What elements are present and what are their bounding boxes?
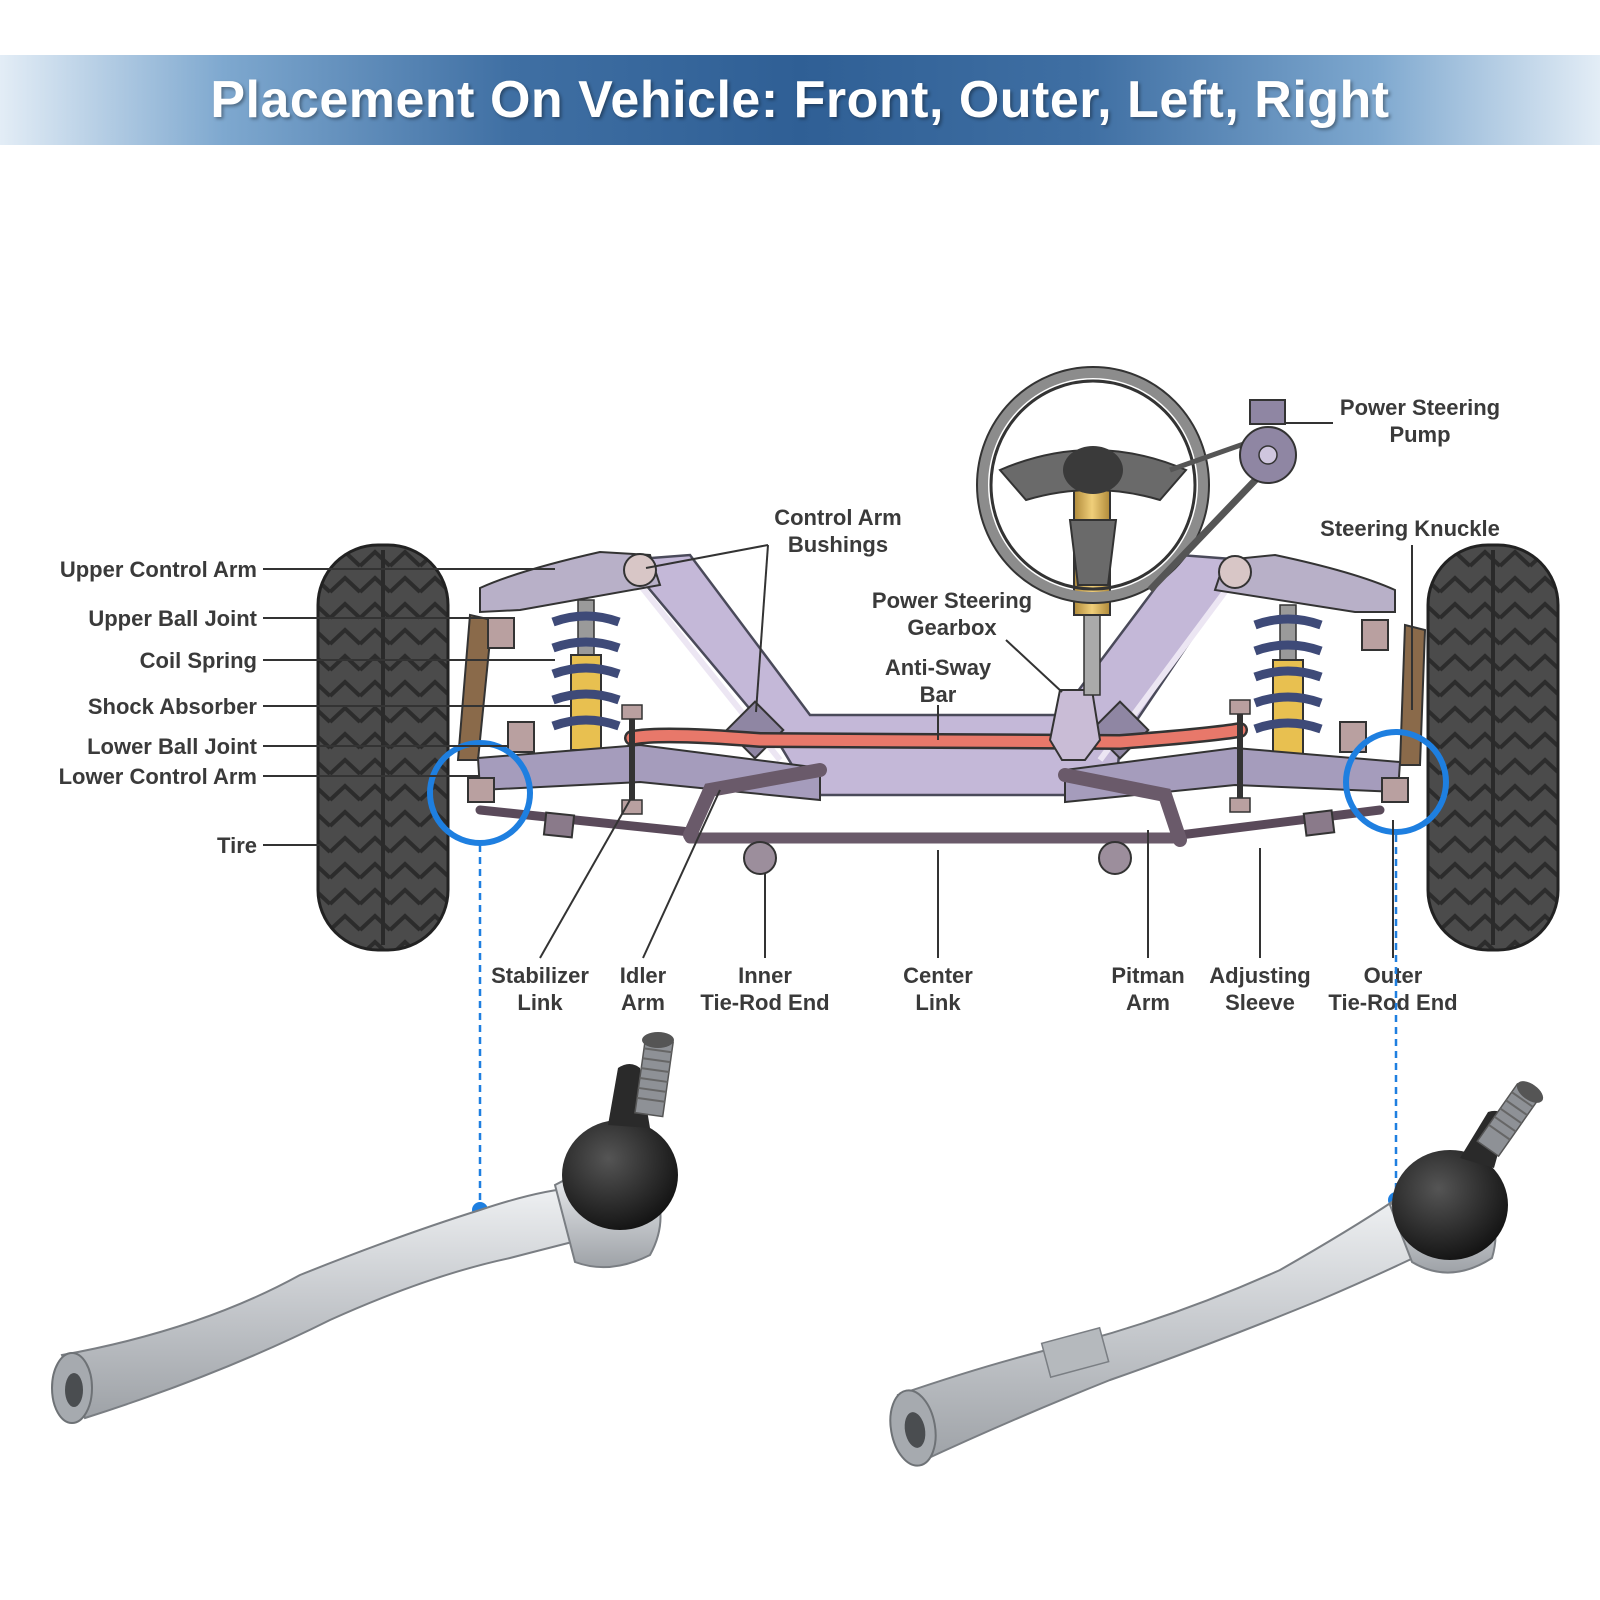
label-power-steering-pump-line1: Power Steering (1340, 395, 1500, 420)
label-outer-tie-rod-end-line1: Outer (1364, 963, 1423, 988)
right-upper-control-arm (1213, 553, 1396, 613)
label-coil-spring: Coil Spring (140, 648, 257, 673)
pitman-arm (1058, 768, 1187, 847)
left-coil-spring (551, 611, 621, 731)
power-steering-gearbox (1048, 689, 1102, 761)
steering-shaft (1083, 609, 1101, 696)
label-pitman-arm-line2: Arm (1126, 990, 1170, 1015)
right-outer-tie-rod-end-product (889, 1081, 1544, 1467)
label-shock-absorber: Shock Absorber (88, 694, 258, 719)
left-upper-control-arm (479, 550, 662, 614)
label-inner-tie-rod-end-line1: Inner (738, 963, 792, 988)
label-center-link-line2: Link (915, 990, 961, 1015)
left-outer-tie-rod-highlight (427, 740, 533, 846)
steering-wheel (976, 366, 1210, 604)
title-banner: Placement On Vehicle: Front, Outer, Left… (0, 55, 1600, 145)
label-upper-ball-joint: Upper Ball Joint (88, 606, 257, 631)
label-center-link-line1: Center (903, 963, 973, 988)
label-anti-sway-bar-line1: Anti-Sway (885, 655, 992, 680)
label-idler-arm-line1: Idler (620, 963, 667, 988)
label-lower-control-arm: Lower Control Arm (59, 764, 257, 789)
label-power-steering-gearbox-line1: Power Steering (872, 588, 1032, 613)
component-labels: Upper Control Arm Upper Ball Joint Coil … (59, 395, 1501, 1015)
label-upper-control-arm: Upper Control Arm (60, 557, 257, 582)
label-power-steering-gearbox-line2: Gearbox (907, 615, 997, 640)
label-steering-knuckle: Steering Knuckle (1320, 516, 1500, 541)
inner-tie-rod-end-left (743, 841, 777, 875)
right-coil-spring (1253, 614, 1323, 734)
right-outer-tie-rod-highlight (1343, 729, 1449, 835)
left-steering-knuckle (456, 613, 494, 761)
left-shock-absorber (570, 599, 602, 751)
label-idler-arm-line2: Arm (621, 990, 665, 1015)
right-shock-absorber (1272, 604, 1304, 756)
right-upper-ball-joint (1361, 619, 1389, 651)
right-adjusting-sleeve (1302, 809, 1336, 837)
inner-tie-rod-end-right (1098, 841, 1132, 875)
label-control-arm-bushings-line1: Control Arm (774, 505, 902, 530)
banner-title: Placement On Vehicle: Front, Outer, Left… (210, 71, 1390, 129)
left-control-arm-bushing (623, 553, 657, 587)
left-upper-ball-joint (487, 617, 515, 649)
label-stabilizer-link-line2: Link (517, 990, 563, 1015)
leader-lines (263, 422, 1413, 959)
left-stabilizer-link (621, 704, 643, 815)
left-outer-tie-rod-end-product (51, 1032, 678, 1424)
left-adjusting-sleeve (542, 811, 576, 839)
label-control-arm-bushings-line2: Bushings (788, 532, 888, 557)
label-adjusting-sleeve-line1: Adjusting (1209, 963, 1310, 988)
right-tie-rod (1175, 805, 1385, 840)
label-power-steering-pump-line2: Pump (1389, 422, 1450, 447)
left-outer-tie-rod-end (467, 777, 495, 803)
label-outer-tie-rod-end-line2: Tie-Rod End (1328, 990, 1457, 1015)
label-adjusting-sleeve-line2: Sleeve (1225, 990, 1295, 1015)
label-lower-ball-joint: Lower Ball Joint (87, 734, 258, 759)
right-tire (1426, 543, 1560, 952)
right-control-arm-bushing (1218, 555, 1252, 589)
label-stabilizer-link-line1: Stabilizer (491, 963, 589, 988)
left-tire (316, 543, 450, 952)
label-inner-tie-rod-end-line2: Tie-Rod End (700, 990, 829, 1015)
idler-arm (683, 763, 827, 842)
label-anti-sway-bar-line2: Bar (920, 682, 957, 707)
label-pitman-arm-line1: Pitman (1111, 963, 1184, 988)
left-tie-rod (475, 805, 695, 837)
right-stabilizer-link (1229, 699, 1251, 813)
power-steering-pump (1147, 399, 1297, 593)
label-tire: Tire (217, 833, 257, 858)
left-lower-ball-joint (507, 721, 535, 753)
right-outer-tie-rod-end (1381, 777, 1409, 803)
